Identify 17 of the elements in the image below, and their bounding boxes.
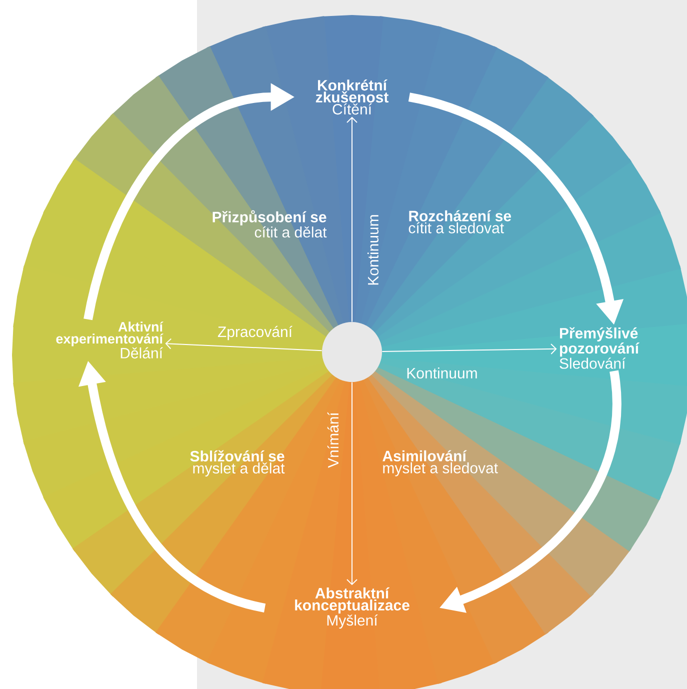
quadrant-label: Asimilování myslet a sledovat: [382, 450, 498, 476]
stage-label: Aktivní experimentování Dělání: [56, 322, 164, 358]
quadrant-label: Přizpůsobení se cítit a dělat: [212, 210, 327, 238]
axis-arrow: [346, 116, 358, 322]
quadrant-label: Rozcházení se cítit a sledovat: [408, 210, 512, 234]
edge-label: Zpracování: [218, 326, 292, 340]
stage-label: Přemýšlivé pozorování Sledování: [560, 327, 640, 369]
edge-label: Vnímání: [327, 412, 339, 468]
stage-label: Abstraktní konceptualizace Myšlení: [295, 587, 410, 629]
axis-arrow: [382, 343, 557, 354]
center-circle: [322, 322, 382, 382]
stage-label: Konkrétní zkušenost Cítění: [316, 79, 388, 115]
edge-label: Kontinuum: [407, 368, 477, 378]
quadrant-label: Sblížování se myslet a dělat: [190, 450, 285, 476]
edge-label: Kontinuum: [368, 215, 378, 285]
axis-arrow: [165, 338, 322, 352]
axis-arrow: [346, 382, 358, 586]
